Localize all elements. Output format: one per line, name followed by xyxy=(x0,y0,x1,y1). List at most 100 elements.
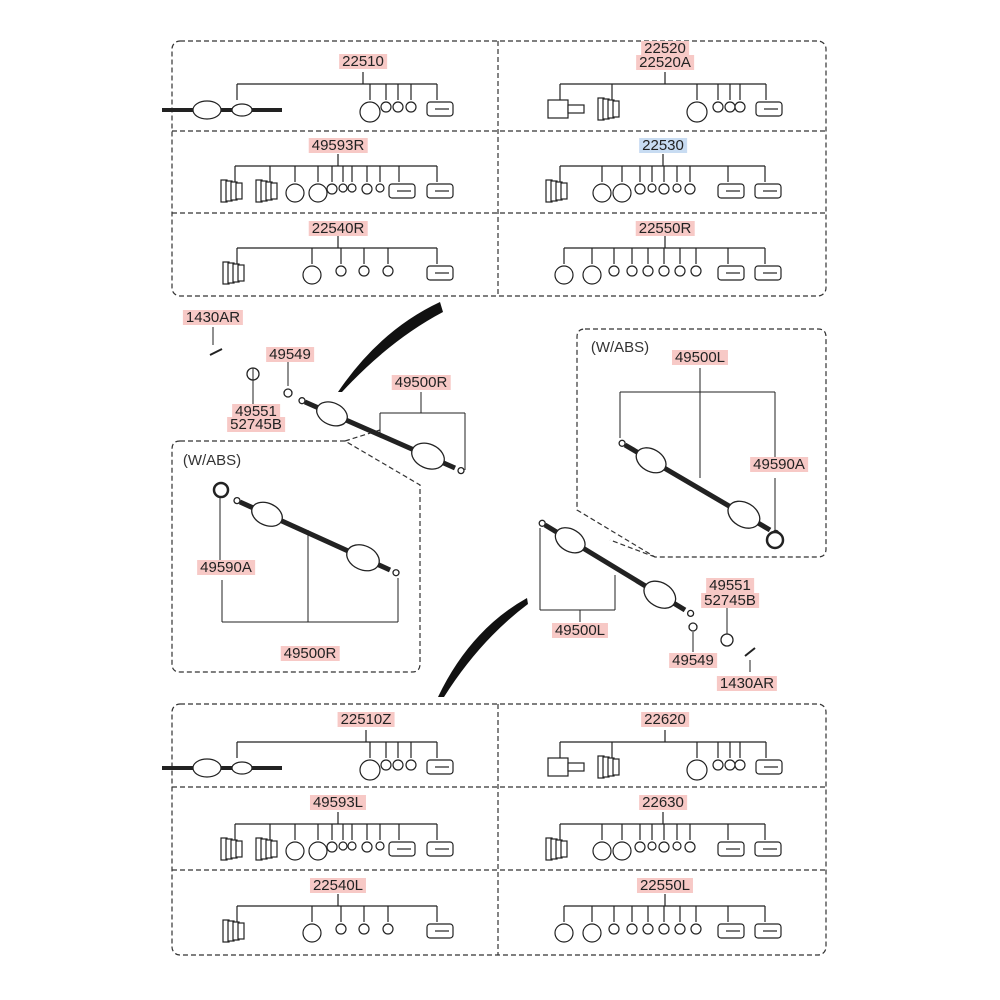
boot-part xyxy=(237,264,245,282)
ring-part xyxy=(686,759,708,781)
ring-part xyxy=(335,265,347,277)
kit-group xyxy=(162,730,454,781)
boot-part xyxy=(612,100,620,118)
ring-part xyxy=(642,923,654,935)
part-label-49500r-top[interactable]: 49500R xyxy=(391,375,451,390)
ring-part xyxy=(554,923,574,943)
ring-part xyxy=(626,923,638,935)
nut-right xyxy=(720,633,734,647)
part-label-49551-left[interactable]: 49551 xyxy=(232,404,280,419)
kit-group xyxy=(222,894,454,943)
ring-part xyxy=(375,183,385,193)
kit-group xyxy=(545,812,782,861)
ring-part xyxy=(308,183,328,203)
direction-swoosh-top xyxy=(338,302,443,392)
part-label-49593l[interactable]: 49593L xyxy=(309,795,367,810)
part-label-49590a-right[interactable]: 49590A xyxy=(750,457,808,472)
part-label-52745b-left[interactable]: 52745B xyxy=(227,417,285,432)
part-label-22540r[interactable]: 22540R xyxy=(308,221,368,236)
ring-part xyxy=(358,265,370,277)
housing-part xyxy=(547,757,569,777)
cv-joint xyxy=(316,401,348,427)
cv-joint xyxy=(727,500,761,529)
part-label-49593r[interactable]: 49593R xyxy=(308,138,368,153)
cv-joint xyxy=(346,544,380,572)
ring-part xyxy=(308,841,328,861)
part-label-49500r-abs[interactable]: 49500R xyxy=(280,646,340,661)
end-ring xyxy=(457,466,465,475)
part-label-22520a[interactable]: 22520A xyxy=(636,55,694,70)
part-label-49551-right[interactable]: 49551 xyxy=(706,578,754,593)
ring-part xyxy=(658,923,670,935)
end-ring xyxy=(618,439,626,447)
ring-part xyxy=(734,759,746,771)
kit-group xyxy=(554,894,782,943)
part-label-22520[interactable]: 22520 xyxy=(641,41,689,56)
ring-part xyxy=(326,841,338,853)
cv-joint xyxy=(411,442,445,470)
part-label-22510[interactable]: 22510 xyxy=(339,54,387,69)
ring-part xyxy=(674,923,686,935)
ring-part xyxy=(380,759,392,771)
ring-part xyxy=(608,265,620,277)
abs-right-frame xyxy=(576,328,827,558)
ring-part xyxy=(672,841,682,851)
ring-part xyxy=(358,923,370,935)
split-pin-right xyxy=(744,647,756,657)
ring-part xyxy=(674,265,686,277)
part-label-49549-left[interactable]: 49549 xyxy=(266,347,314,362)
direction-swoosh-bottom xyxy=(438,598,528,697)
ring-part xyxy=(724,759,736,771)
axle-abs-right xyxy=(618,439,780,538)
boot-part xyxy=(270,840,278,858)
ring-part xyxy=(608,923,620,935)
ring-part xyxy=(382,923,394,935)
boot-part xyxy=(235,182,243,200)
ring-part xyxy=(326,183,338,195)
part-label-49590a-left[interactable]: 49590A xyxy=(197,560,255,575)
ring-part xyxy=(612,841,632,861)
kit-group xyxy=(222,236,454,285)
part-label-22620[interactable]: 22620 xyxy=(641,712,689,727)
part-label-49549-right[interactable]: 49549 xyxy=(669,653,717,668)
abs-left-frame xyxy=(171,440,421,673)
ring-part xyxy=(686,101,708,123)
part-label-1430ar-right[interactable]: 1430AR xyxy=(716,676,778,691)
kit-group xyxy=(547,72,783,123)
ring-part xyxy=(302,265,322,285)
ring-part xyxy=(647,183,657,193)
ring-part xyxy=(634,183,646,195)
cv-joint xyxy=(251,501,283,527)
washer-left xyxy=(283,388,293,398)
part-label-22540l[interactable]: 22540L xyxy=(309,878,367,893)
part-label-52745b-right[interactable]: 52745B xyxy=(701,593,759,608)
part-label-22550r[interactable]: 22550R xyxy=(635,221,695,236)
part-label-22630[interactable]: 22630 xyxy=(639,795,687,810)
part-label-49500l[interactable]: 49500L xyxy=(551,623,609,638)
joint-part xyxy=(231,103,253,117)
part-label-22530[interactable]: 22530 xyxy=(639,138,687,153)
part-label-1430ar-left[interactable]: 1430AR xyxy=(182,310,244,325)
ring-part xyxy=(361,841,373,853)
ring-part xyxy=(405,759,417,771)
ring-part xyxy=(592,841,612,861)
bottom-table-frame xyxy=(171,703,827,956)
part-label-22510z[interactable]: 22510Z xyxy=(337,712,395,727)
cv-joint xyxy=(643,580,677,609)
axle-left-bottom xyxy=(538,519,695,618)
ring-part xyxy=(658,265,670,277)
kit-group xyxy=(220,812,454,861)
ring-part xyxy=(684,183,696,195)
ring-part xyxy=(672,183,682,193)
axle-abs-left xyxy=(233,496,400,577)
ring-part xyxy=(338,183,348,193)
ring-part xyxy=(359,101,381,123)
ring-part xyxy=(302,923,322,943)
ring-part xyxy=(375,841,385,851)
kit-group xyxy=(162,72,454,123)
part-label-49500l-abs[interactable]: 49500L xyxy=(671,350,729,365)
end-ring xyxy=(538,519,546,527)
part-label-22550l[interactable]: 22550L xyxy=(636,878,694,893)
ring-part xyxy=(734,101,746,113)
